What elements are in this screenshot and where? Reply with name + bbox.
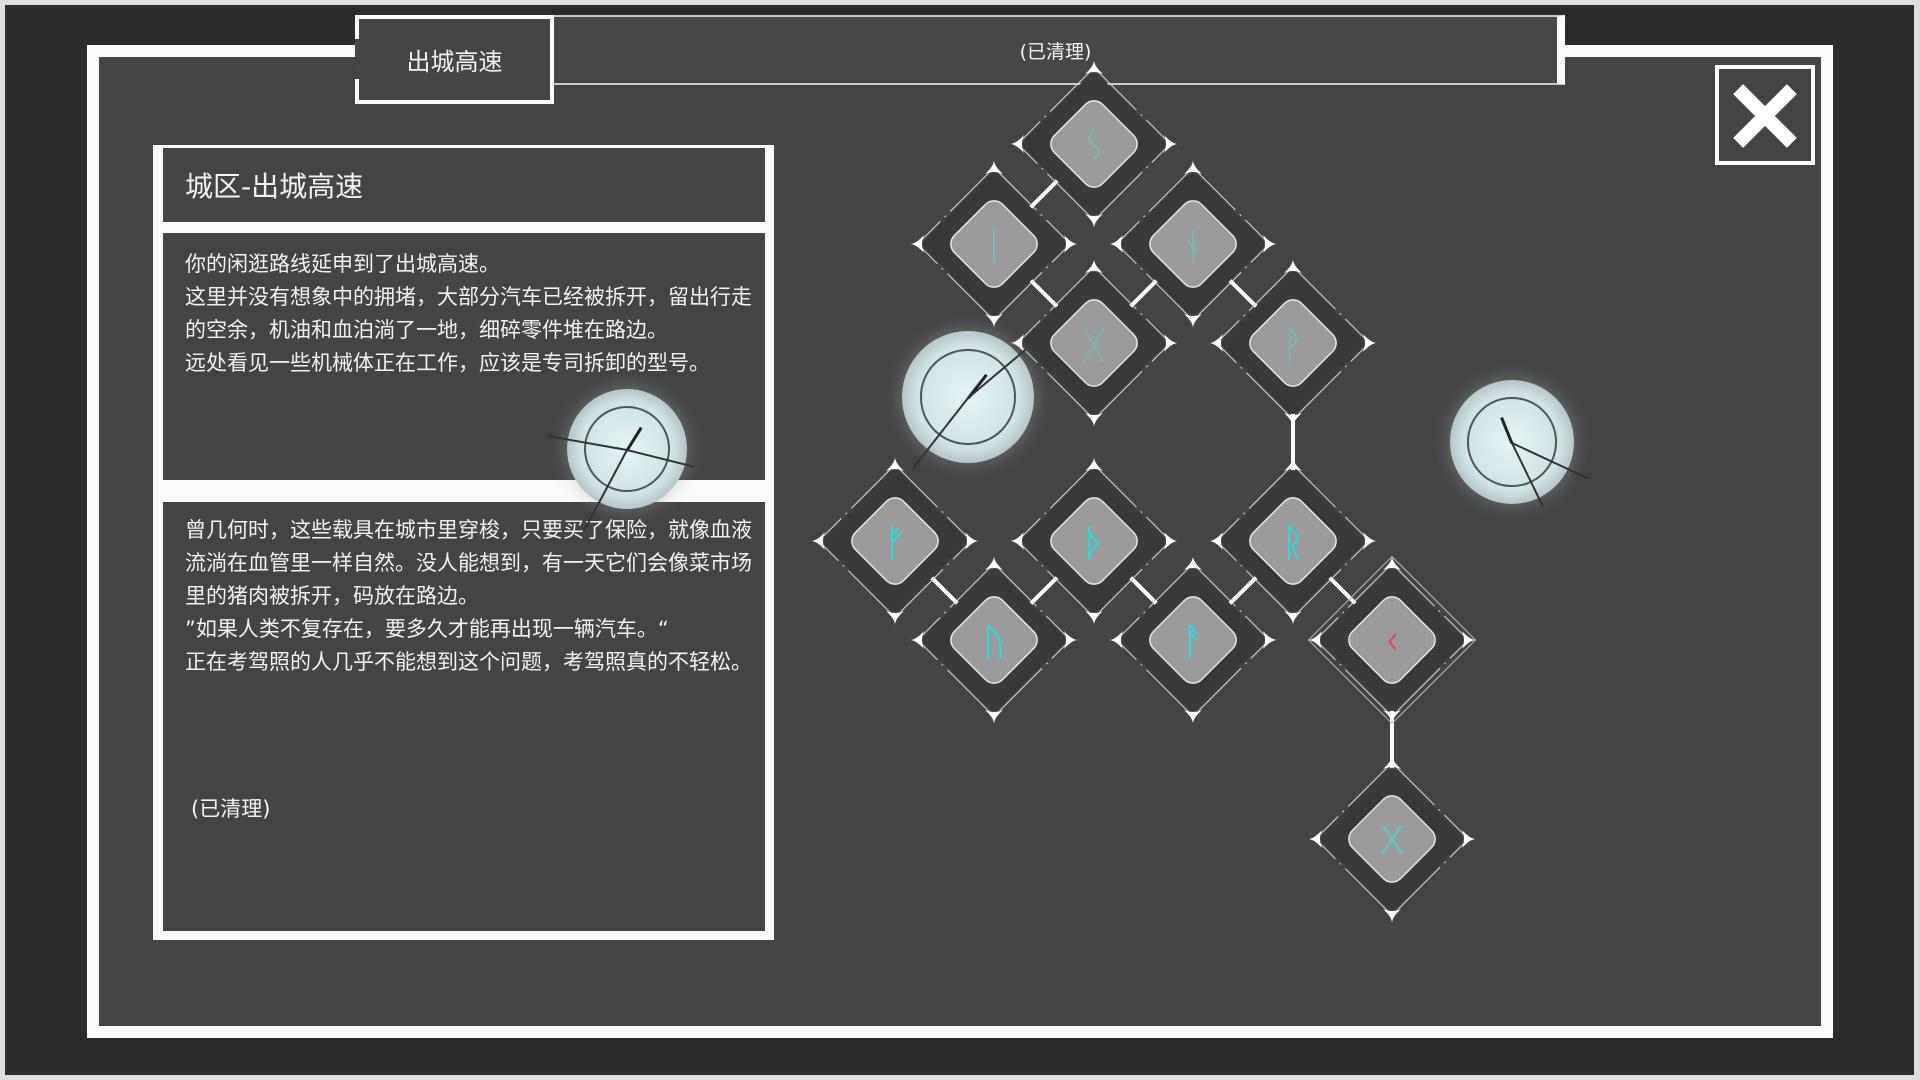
frame-arrow-icon (886, 457, 904, 471)
frame-arrow-icon (1284, 259, 1302, 273)
frame-arrow-icon (1164, 532, 1178, 550)
frame-arrow-icon (1383, 556, 1401, 570)
clock-face-ring (583, 405, 671, 493)
frame-arrow-icon (1263, 631, 1277, 649)
cleared-status: (已清理) (191, 797, 271, 821)
frame-arrow-icon (1383, 710, 1401, 724)
frame-arrow-icon (1085, 611, 1103, 625)
frame-arrow-icon (1010, 135, 1024, 153)
location-info-panel: 城区-出城高速 你的闲逛路线延申到了出城高速。 这里并没有想象中的拥堵，大部分汽… (153, 145, 774, 940)
frame-arrow-icon (1209, 532, 1223, 550)
rune-node-isa[interactable]: ᛁ (910, 160, 1078, 328)
frame-arrow-icon (1085, 60, 1103, 74)
frame-arrow-icon (1085, 457, 1103, 471)
frame-arrow-icon (1064, 631, 1078, 649)
frame-arrow-icon (1184, 160, 1202, 174)
frame-arrow-icon (886, 611, 904, 625)
frame-arrow-icon (1462, 631, 1476, 649)
frame-arrow-icon (1184, 710, 1202, 724)
frame-arrow-icon (910, 235, 924, 253)
frame-arrow-icon (1184, 314, 1202, 328)
frame-arrow-icon (1064, 235, 1078, 253)
frame-arrow-icon (1010, 532, 1024, 550)
frame-arrow-icon (1085, 413, 1103, 427)
rune-glyph-wunjo-icon: ᚹ (1282, 323, 1305, 367)
rune-node-gebo-top[interactable]: ᚷ (1010, 259, 1178, 427)
rune-node-thurisaz[interactable]: ᚦ (1010, 457, 1178, 625)
frame-arrow-icon (1010, 334, 1024, 352)
frame-arrow-icon (985, 710, 1003, 724)
frame-arrow-icon (1184, 556, 1202, 570)
status-banner: (已清理) (554, 15, 1565, 85)
frame-arrow-icon (1462, 830, 1476, 848)
banner-status-text: (已清理) (1019, 40, 1092, 63)
rune-glyph-raido-icon: ᚱ (1282, 521, 1305, 565)
frame-arrow-icon (1085, 259, 1103, 273)
close-button[interactable] (1715, 65, 1815, 165)
location-tab-title: 出城高速 (406, 48, 503, 76)
location-tab: 出城高速 (355, 15, 554, 104)
frame-arrow-icon (811, 532, 825, 550)
clock-graph-right-icon (1450, 380, 1589, 508)
rune-node-raido[interactable]: ᚱ (1209, 457, 1377, 625)
frame-arrow-icon (1383, 909, 1401, 923)
status-box: (已清理) (163, 781, 765, 931)
frame-arrow-icon (1284, 611, 1302, 625)
rune-glyph-thurisaz-icon: ᚦ (1083, 521, 1106, 565)
frame-arrow-icon (1263, 235, 1277, 253)
clock-face-ring (920, 349, 1016, 445)
clock-panel-icon (547, 389, 695, 533)
frame-arrow-icon (985, 314, 1003, 328)
frame-arrow-icon (1363, 532, 1377, 550)
rune-node-gebo-bottom[interactable]: X (1308, 755, 1476, 923)
frame-arrow-icon (1308, 631, 1322, 649)
frame-arrow-icon (1284, 457, 1302, 471)
frame-arrow-icon (985, 160, 1003, 174)
frame-arrow-icon (1164, 135, 1178, 153)
frame-arrow-icon (1109, 631, 1123, 649)
frame-arrow-icon (985, 556, 1003, 570)
rune-glyph-kaunan-icon: ᚲ (1381, 620, 1404, 664)
rune-glyph-uruz-icon: ᚢ (983, 620, 1006, 664)
rune-node-wunjo[interactable]: ᚹ (1209, 259, 1377, 427)
rune-node-sowilo[interactable]: ᛊ (1010, 60, 1178, 228)
rune-glyph-isa-icon: ᛁ (983, 224, 1006, 268)
frame-arrow-icon (1383, 755, 1401, 769)
frame-arrow-icon (1209, 334, 1223, 352)
frame-arrow-icon (1308, 830, 1322, 848)
location-title-box: 城区-出城高速 (163, 148, 765, 222)
frame-arrow-icon (1284, 413, 1302, 427)
rune-node-uruz[interactable]: ᚢ (910, 556, 1078, 724)
description-paragraph-2: 曾几何时，这些载具在城市里穿梭，只要买了保险，就像血液流淌在血管里一样自然。没人… (185, 518, 752, 674)
frame-arrow-icon (910, 631, 924, 649)
location-title: 城区-出城高速 (185, 170, 364, 203)
frame-arrow-icon (1363, 334, 1377, 352)
rune-node-kaunan[interactable]: ᚲ (1307, 555, 1477, 725)
rune-glyph-naudiz-icon: ᚾ (1182, 224, 1205, 268)
rune-glyph-ansuz-icon: ᚨ (1182, 620, 1205, 664)
rune-glyph-sowilo-icon: ᛊ (1083, 124, 1106, 168)
clock-graph-left-icon (902, 331, 1034, 469)
clock-face-ring (1467, 397, 1557, 487)
rune-glyph-gebo-top-icon: ᚷ (1083, 323, 1106, 367)
frame-arrow-icon (1164, 334, 1178, 352)
description-paragraph-1: 你的闲逛路线延申到了出城高速。 这里并没有想象中的拥堵，大部分汽车已经被拆开，留… (185, 252, 752, 375)
frame-arrow-icon (965, 532, 979, 550)
rune-node-naudiz[interactable]: ᚾ (1109, 160, 1277, 328)
frame-arrow-icon (1109, 235, 1123, 253)
frame-arrow-icon (1085, 214, 1103, 228)
rune-node-fehu[interactable]: ᚠ (811, 457, 979, 625)
rune-glyph-gebo-bottom-icon: X (1379, 819, 1405, 863)
rune-node-ansuz[interactable]: ᚨ (1109, 556, 1277, 724)
rune-glyph-fehu-icon: ᚠ (884, 521, 907, 565)
